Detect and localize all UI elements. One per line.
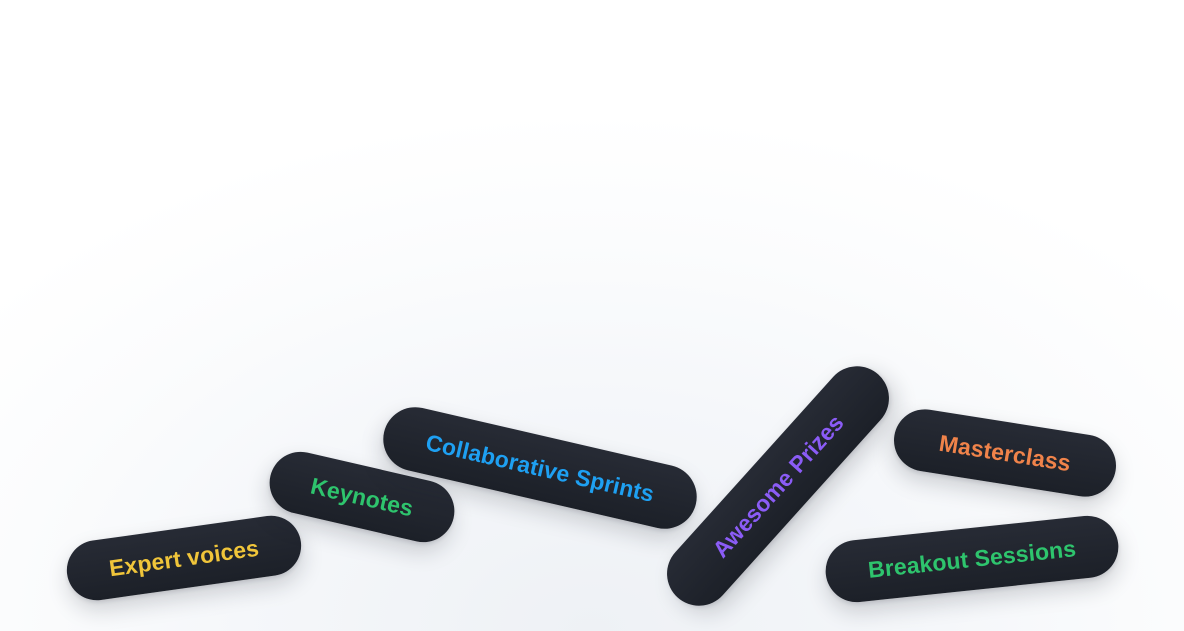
- tag-expert-voices-label: Expert voices: [107, 534, 261, 581]
- tag-breakout-sessions-label: Breakout Sessions: [866, 534, 1078, 583]
- tag-masterclass-label: Masterclass: [937, 429, 1073, 476]
- tag-awesome-prizes-label: Awesome Prizes: [706, 409, 849, 563]
- tag-breakout-sessions[interactable]: Breakout Sessions: [822, 512, 1122, 606]
- tag-masterclass[interactable]: Masterclass: [889, 404, 1121, 502]
- tag-keynotes-label: Keynotes: [308, 472, 416, 521]
- tag-collaborative-sprints-label: Collaborative Sprints: [423, 428, 657, 507]
- tag-expert-voices[interactable]: Expert voices: [62, 511, 306, 605]
